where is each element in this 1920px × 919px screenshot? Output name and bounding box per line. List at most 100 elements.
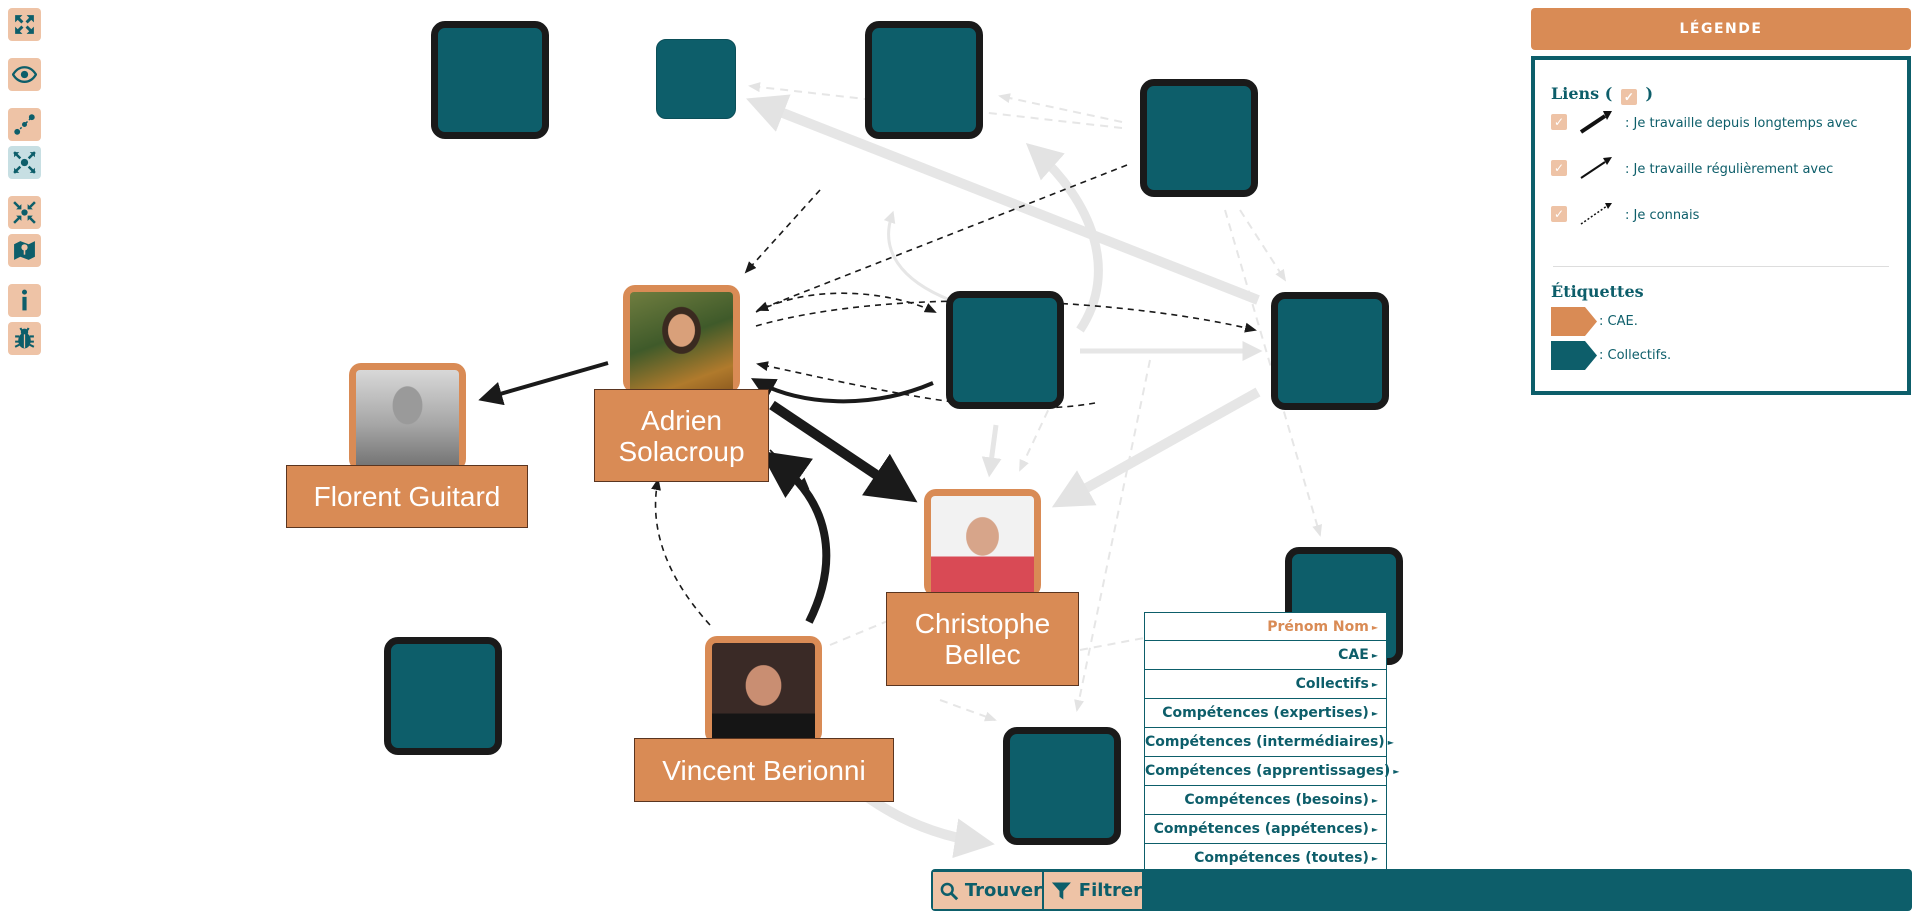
portrait-vincent bbox=[712, 643, 815, 744]
legend-tag-label: : Collectifs. bbox=[1599, 348, 1672, 363]
arrow-icon bbox=[1580, 157, 1612, 179]
legend-panel: Liens ( ✓ ) ✓ : Je travaille depuis long… bbox=[1531, 56, 1911, 395]
link-known bbox=[756, 164, 1128, 311]
dotted-arrow-icon bbox=[1580, 203, 1612, 225]
portrait-florent bbox=[356, 370, 459, 471]
menu-item-label: Prénom Nom bbox=[1267, 619, 1369, 635]
link-grey bbox=[746, 94, 1260, 305]
collectif-node[interactable] bbox=[1271, 292, 1389, 410]
caret-right-icon: ► bbox=[1371, 680, 1378, 689]
avatar-florent[interactable] bbox=[349, 363, 466, 471]
person-label-christophe[interactable]: Christophe Bellec bbox=[886, 592, 1079, 686]
legend-links-title-text: Liens ( bbox=[1551, 84, 1613, 103]
caret-right-icon: ► bbox=[1371, 854, 1378, 863]
link-longtime bbox=[759, 450, 831, 624]
menu-item-competences-expertises[interactable]: Compétences (expertises)► bbox=[1144, 699, 1387, 728]
find-button[interactable]: Trouver bbox=[932, 871, 1043, 910]
cluster-collapse-icon[interactable] bbox=[8, 196, 41, 229]
menu-item-competences-intermediaires[interactable]: Compétences (intermédiaires)► bbox=[1144, 728, 1394, 757]
caret-right-icon: ► bbox=[1371, 623, 1378, 632]
person-name: Adrien Solacroup bbox=[618, 404, 745, 467]
link-known bbox=[756, 361, 1096, 409]
menu-item-competences-apprentissages[interactable]: Compétences (apprentissages)► bbox=[1144, 757, 1399, 786]
legend-links-title-end: ) bbox=[1645, 84, 1654, 103]
menu-item-collectifs[interactable]: Collectifs► bbox=[1144, 670, 1387, 699]
menu-item-competences-toutes[interactable]: Compétences (toutes)► bbox=[1144, 844, 1387, 873]
eye-icon[interactable] bbox=[8, 58, 41, 91]
person-label-adrien[interactable]: Adrien Solacroup bbox=[594, 389, 769, 482]
map-icon[interactable] bbox=[8, 234, 41, 267]
person-name: Florent Guitard bbox=[313, 481, 501, 512]
link-regular-checkbox[interactable]: ✓ bbox=[1551, 160, 1567, 176]
legend-header-button[interactable]: LÉGENDE bbox=[1531, 8, 1911, 50]
collectif-node[interactable] bbox=[431, 21, 549, 139]
collectif-node[interactable] bbox=[946, 291, 1064, 409]
search-criteria-menu: Prénom Nom► CAE► Collectifs► Compétences… bbox=[1144, 612, 1399, 873]
find-button-label: Trouver bbox=[964, 880, 1042, 901]
menu-item-label: Compétences (appétences) bbox=[1153, 821, 1369, 837]
collectif-node[interactable] bbox=[1003, 727, 1121, 845]
person-name: Vincent Berionni bbox=[662, 754, 866, 786]
link-grey bbox=[1025, 143, 1103, 333]
link-longtime-checkbox[interactable]: ✓ bbox=[1551, 114, 1567, 130]
search-icon bbox=[940, 882, 959, 900]
legend-link-label: : Je travaille régulièrement avec bbox=[1625, 162, 1834, 177]
background-links bbox=[746, 82, 1322, 859]
link-known-checkbox[interactable]: ✓ bbox=[1551, 206, 1567, 222]
menu-item-label: Compétences (expertises) bbox=[1162, 705, 1369, 721]
menu-item-label: CAE bbox=[1338, 647, 1369, 663]
menu-item-label: Compétences (besoins) bbox=[1184, 792, 1369, 808]
menu-item-label: Compétences (intermédiaires) bbox=[1145, 734, 1385, 750]
thick-arrow-icon bbox=[1579, 111, 1612, 134]
filter-button[interactable]: Filtrer bbox=[1043, 871, 1143, 910]
legend-tag-label: : CAE. bbox=[1599, 314, 1638, 329]
collectif-node[interactable] bbox=[384, 637, 502, 755]
link-grey bbox=[883, 210, 951, 302]
legend-divider bbox=[1553, 266, 1889, 267]
menu-item-label: Compétences (toutes) bbox=[1194, 850, 1369, 866]
collectif-node[interactable] bbox=[865, 21, 983, 139]
menu-item-prenom-nom[interactable]: Prénom Nom► bbox=[1144, 612, 1387, 641]
filter-button-label: Filtrer bbox=[1078, 880, 1142, 901]
foreground-links bbox=[478, 164, 1257, 626]
menu-item-competences-appetences[interactable]: Compétences (appétences)► bbox=[1144, 815, 1387, 844]
fullscreen-icon[interactable] bbox=[8, 8, 41, 41]
collectif-tag-icon bbox=[1551, 341, 1597, 370]
legend-header-label: LÉGENDE bbox=[1679, 21, 1763, 37]
link-known bbox=[755, 292, 937, 313]
link-longtime bbox=[769, 400, 918, 503]
person-name: Christophe Bellec bbox=[914, 608, 1051, 670]
links-all-checkbox[interactable]: ✓ bbox=[1620, 89, 1637, 105]
menu-item-cae[interactable]: CAE► bbox=[1144, 641, 1387, 670]
caret-right-icon: ► bbox=[1371, 796, 1378, 805]
caret-right-icon: ► bbox=[1387, 738, 1394, 747]
link-known bbox=[651, 478, 711, 626]
person-label-vincent[interactable]: Vincent Berionni bbox=[634, 738, 894, 802]
bug-icon[interactable] bbox=[8, 322, 41, 355]
link-regular bbox=[478, 361, 609, 406]
link-grey bbox=[998, 93, 1123, 123]
cluster-expand-icon[interactable] bbox=[8, 146, 41, 179]
link-known bbox=[744, 189, 821, 274]
collectif-node[interactable] bbox=[656, 39, 736, 119]
link-grey bbox=[1051, 387, 1261, 508]
caret-right-icon: ► bbox=[1371, 709, 1378, 718]
avatar-vincent[interactable] bbox=[705, 636, 822, 744]
menu-item-competences-besoins[interactable]: Compétences (besoins)► bbox=[1144, 786, 1387, 815]
link-grey bbox=[1239, 209, 1287, 282]
portrait-christophe bbox=[931, 496, 1034, 597]
graph-link-icon[interactable] bbox=[8, 108, 41, 141]
avatar-adrien[interactable] bbox=[623, 285, 740, 393]
cae-tag-icon bbox=[1551, 307, 1597, 336]
info-icon[interactable] bbox=[8, 284, 41, 317]
legend-links-title: Liens ( ✓ ) bbox=[1551, 84, 1654, 105]
avatar-christophe[interactable] bbox=[924, 489, 1041, 597]
collectif-node[interactable] bbox=[1140, 79, 1258, 197]
caret-right-icon: ► bbox=[1371, 825, 1378, 834]
link-grey bbox=[981, 424, 1002, 478]
person-label-florent[interactable]: Florent Guitard bbox=[286, 465, 528, 528]
legend-tags-title: Étiquettes bbox=[1551, 282, 1644, 301]
legend-link-label: : Je connais bbox=[1625, 208, 1700, 223]
link-grey bbox=[1074, 359, 1151, 712]
